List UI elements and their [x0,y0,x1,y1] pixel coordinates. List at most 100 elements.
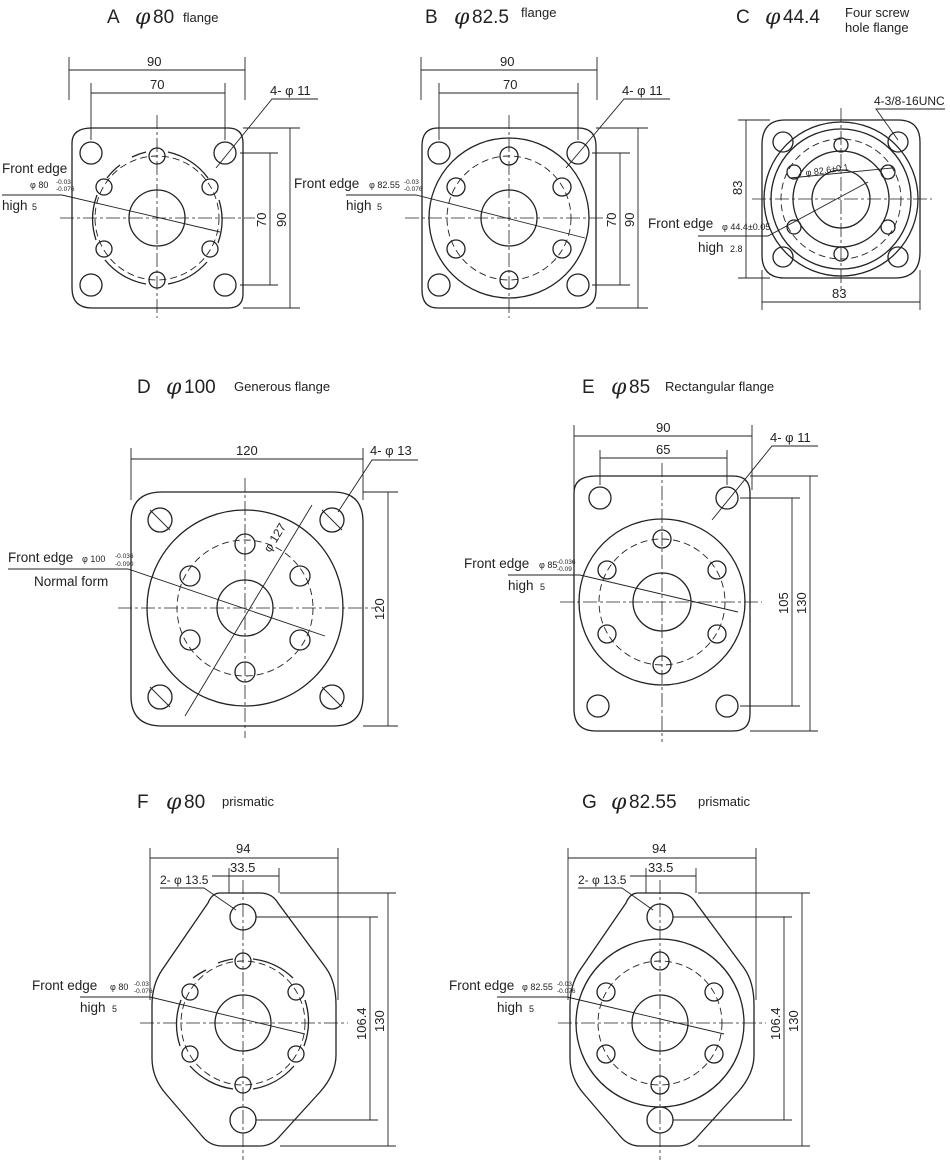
dim-outer-width: 94 [236,841,250,856]
title-desc: prismatic [222,794,275,809]
hole-note: 4- φ 11 [270,83,311,98]
title-size: 80 [184,792,205,813]
bolt-hole [596,1044,616,1064]
tol-bottom: -0.090 [115,561,134,568]
dim-inner-width: 70 [150,77,164,92]
pitch-circle [446,155,572,281]
dim-inner-height: 106.4 [768,1007,783,1040]
front-edge-dia: φ 85 [539,560,557,570]
bolt-hole [201,240,219,258]
pcd-line [789,167,893,179]
hole-note: 2- φ 13.5 [160,873,209,887]
bore-circle [214,994,272,1052]
high-label: high [2,198,28,213]
title-size: 80 [153,7,174,28]
title-desc: Rectangular flange [665,379,774,394]
front-edge-leader [497,996,725,1035]
dim-outer-width: 94 [652,841,666,856]
high-value: 5 [529,1004,534,1014]
front-edge-dia: φ 82.55 [522,982,553,992]
pcd-label: φ 82.6±0.1 [805,162,849,178]
title-phi: φ [166,375,182,400]
front-edge-dia: φ 82.55 [369,180,400,190]
front-edge-label: Front edge [32,978,97,993]
bolt-hole [707,624,727,644]
mount-hole [213,141,237,165]
title-size: 82.5 [472,7,509,28]
bolt-hole [287,983,305,1001]
flange-outline [761,119,921,279]
bolt-hole [148,147,166,165]
tol-top: -0.036 [115,553,134,560]
bolt-hole [704,982,724,1002]
outer-face-circle [763,121,919,277]
bolt-hole [181,983,199,1001]
title-size: 44.4 [783,7,820,28]
title-desc: flange [521,5,556,20]
tol-bottom: -0.076 [56,186,75,193]
mount-hole [427,273,451,297]
bolt-hole [880,164,896,180]
bolt-hole [833,137,849,153]
title-size: 100 [184,377,216,398]
pilot-circle [578,518,746,686]
mount-hole [147,507,173,533]
tol-top: -0.03 [404,179,419,186]
bolt-hole [652,655,672,675]
high-label: high [508,578,534,593]
flange-outline [569,892,755,1147]
title-letter: D [137,377,151,398]
bolt-hole [179,565,201,587]
bolt-hole [597,560,617,580]
tol-top: -0.03 [134,981,149,988]
mount-hole [319,507,345,533]
bolt-hole [786,164,802,180]
pitch-circle [598,538,726,666]
bolt-hole [880,219,896,235]
drawing-f: F φ 80 prismatic 94 33.5 106.4 130 [32,790,396,1160]
dim-outer-height: 90 [274,213,289,227]
mount-hole [586,694,610,718]
dim-outer-width: 90 [656,420,670,435]
dim-inner-width: 33.5 [648,860,673,875]
dim-outer-height: 120 [372,598,387,620]
bolt-hole [234,952,252,970]
thread-hole [772,131,794,153]
bolt-hole [234,1076,252,1094]
title-letter: E [582,377,595,398]
mount-hole [588,486,612,510]
hole-note: 2- φ 13.5 [578,873,627,887]
thread-hole [772,246,794,268]
mount-hole [715,486,739,510]
bolt-hole [234,533,256,555]
bore-circle [128,189,186,247]
high-label: high [497,1000,523,1015]
thread-hole [887,131,909,153]
dim-inner-height: 70 [604,213,619,227]
dim-outer-height: 90 [622,213,637,227]
bolt-hole [201,178,219,196]
dim-outer-height: 130 [372,1010,387,1032]
bolt-hole [181,1045,199,1063]
flange-outline [573,475,751,732]
bolt-hole [704,1044,724,1064]
mount-hole [566,273,590,297]
thread-leader [875,108,945,141]
bolt-hole [148,271,166,289]
drawing-e: E φ 85 Rectangular flange 90 65 105 [464,375,818,742]
bolt-hole [596,982,616,1002]
title-letter: A [107,7,120,28]
bolt-hole [650,1075,670,1095]
title-desc-line1: Four screw [845,5,910,20]
bore-circle [216,579,274,637]
title-phi: φ [611,790,627,815]
bore-circle [632,572,692,632]
front-edge-leader [2,194,221,233]
high-label: high [698,240,724,255]
bolt-hole [597,624,617,644]
hole-cross [149,509,171,531]
high-value: 5 [32,202,37,212]
bolt-hole [95,240,113,258]
title-letter: G [582,792,597,813]
thread-note: 4-3/8-16UNC [874,94,945,108]
